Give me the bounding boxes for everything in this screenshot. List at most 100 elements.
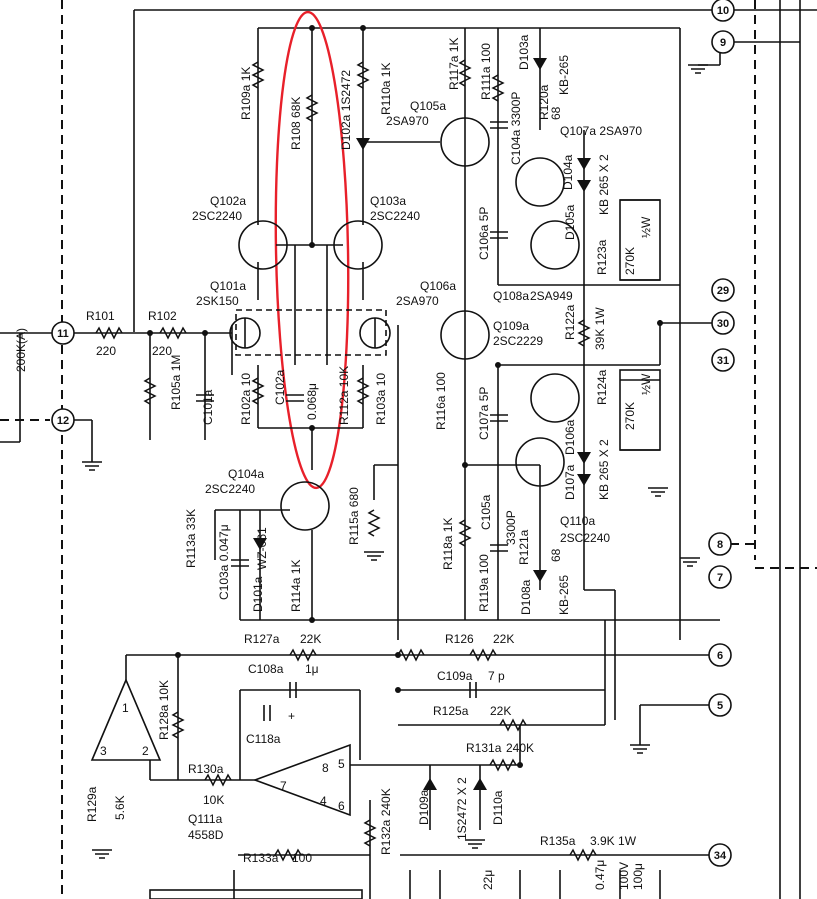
label-r118a: R118a 1K [441,518,455,570]
terminal-11: 11 [51,321,75,345]
label-c-047: 0.47μ [593,860,607,890]
label-r121a-val: 68 [549,548,563,562]
label-c102a-val: 0.068μ [305,383,319,420]
label-d101a: D101a [251,576,265,612]
label-d107a: D107a [563,464,577,500]
label-r115a: R115a 680 [347,487,361,545]
diodes [253,58,591,790]
label-d106a: D106a [563,419,577,455]
label-q111a-pin6: 6 [338,799,345,813]
label-q110a-type: 2SC2240 [560,531,610,545]
label-q111a-pin7: 7 [280,779,287,793]
terminal-31: 31 [711,348,735,372]
label-c118a: C118a [246,732,281,746]
label-r122a-val: 39K 1W [593,307,607,350]
label-r101-val: 220 [96,344,116,358]
label-q105a-type: 2SA970 [386,114,429,128]
label-r103a: R103a 10 [374,373,388,425]
label-r121a: R121a [517,529,531,565]
terminal-30: 30 [711,311,735,335]
label-opamp-pin3: 3 [100,744,107,758]
label-r102-val: 220 [152,344,172,358]
label-q111a-pin4: 4 [320,794,327,808]
label-c107a: C107a 5P [477,387,491,440]
label-q103a: Q103a [370,194,406,208]
label-kb265-top: KB-265 [557,55,571,95]
q101a-fet-pair [229,309,391,356]
junction-dots [147,25,663,768]
label-d102a: D102a 1S2472 [339,70,353,150]
label-r112a: R112a 10K [337,366,351,425]
component-labels: R109a 1K R108 68K D102a 1S2472 R110a 1K … [14,34,653,890]
label-opamp-pin2: 2 [142,744,149,758]
label-r108: R108 68K [289,97,303,150]
label-opamp-pin1: 1 [122,701,129,715]
label-d105a: D105a [563,204,577,240]
label-r130a-val: 10K [203,793,224,807]
current-source-wiring [214,509,720,621]
label-r131a: R131a [466,741,502,755]
label-r102: R102 [148,309,177,323]
svg-text:30: 30 [717,318,729,330]
label-r135a: R135a [540,834,576,848]
label-q102a-type: 2SC2240 [192,209,242,223]
label-d109a: D109a [417,789,431,825]
label-r124a: R124a [595,369,609,405]
label-kb265x2-top: KB 265 X 2 [597,154,611,215]
label-c109a: C109a [437,669,473,683]
label-r130a: R130a [188,762,224,776]
terminal-5: 5 [708,693,732,717]
label-r110a: R110a 1K [379,63,393,115]
svg-text:8: 8 [717,539,723,551]
label-half-w-bot: ½W [639,373,653,395]
label-q111a-pin5: 5 [338,757,345,771]
label-1s2472x2: 1S2472 X 2 [455,777,469,840]
label-r114a: R114a 1K [289,560,303,612]
label-q104a: Q104a [228,467,264,481]
label-c105a: C105a [479,494,493,530]
label-r120a-val: 68 [549,106,563,120]
label-r113a: R113a 33K [184,509,198,568]
label-r133a: R133a [243,851,279,865]
resistor-glyphs [143,59,597,862]
svg-text:7: 7 [717,572,723,584]
ground-symbols [82,64,708,859]
terminal-6: 6 [708,643,732,667]
label-r127a: R127a [244,632,280,646]
label-r111a: R111a 100 [479,43,493,100]
label-r125a: R125a [433,704,469,718]
label-r117a: R117a 1K [447,38,461,90]
svg-text:29: 29 [717,285,729,297]
label-kb265x2-bot: KB 265 X 2 [597,439,611,500]
power-rails [133,0,817,899]
label-c-22: 22μ [481,870,495,890]
terminal-29: 29 [711,278,735,302]
label-r125a-val: 22K [490,704,511,718]
opamp-input-buffer [90,677,162,761]
label-r102a: R102a 10 [239,373,253,425]
label-cap-100v: 100V [617,862,631,890]
label-c101a: C101a [201,389,215,425]
bottom-partial-circuit [149,870,661,899]
label-q102a: Q102a [210,194,246,208]
label-c104a: C104a 3300P [509,92,523,165]
label-r135a-val: 3.9K 1W [590,834,637,848]
label-q109a: Q109a [493,319,529,333]
svg-text:12: 12 [57,415,69,427]
label-d103a: D103a [517,34,531,70]
terminal-34: 34 [708,843,732,867]
label-r127a-val: 22K [300,632,321,646]
label-r119a: R119a 100 [477,554,491,612]
terminal-7: 7 [708,565,732,589]
q111a-opamp [252,743,351,817]
label-r105a: R105a 1M [169,355,183,410]
label-r122a: R122a [563,304,577,340]
label-r133a-val: 100 [292,851,312,865]
label-r129a-val: 5.6K [113,795,127,820]
label-q104a-type: 2SC2240 [205,482,255,496]
label-pot-200k: 200K(A) [14,328,28,372]
label-r101: R101 [86,309,115,323]
label-q103a-type: 2SC2240 [370,209,420,223]
svg-text:31: 31 [717,355,729,367]
